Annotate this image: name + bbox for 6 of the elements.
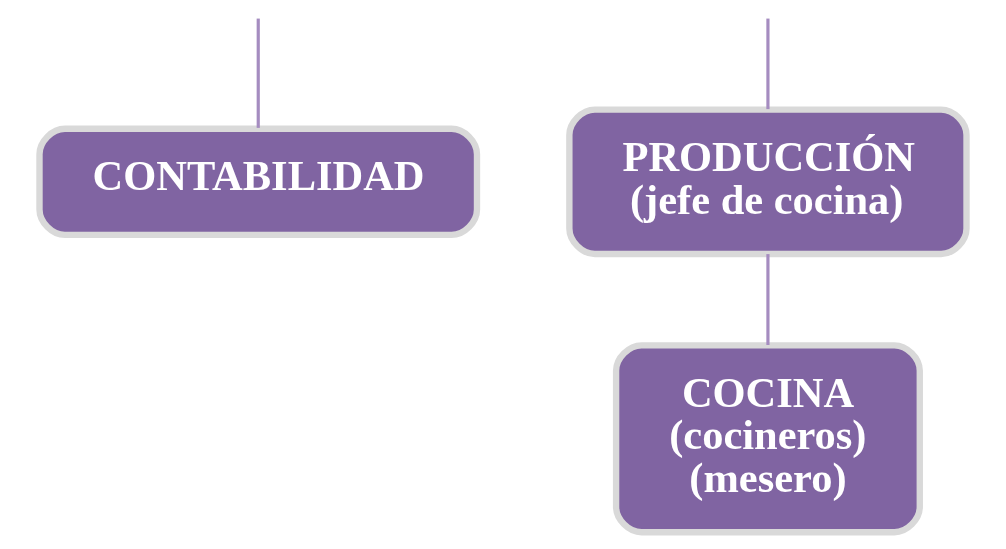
node-box: PRODUCCIÓN (jefe de cocina) xyxy=(566,106,970,258)
node-box: COCINA (cocineros) (mesero) xyxy=(612,342,923,536)
node-box: CONTABILIDAD xyxy=(36,125,481,239)
connector xyxy=(766,254,770,345)
connector xyxy=(256,18,260,128)
connector xyxy=(766,18,770,110)
